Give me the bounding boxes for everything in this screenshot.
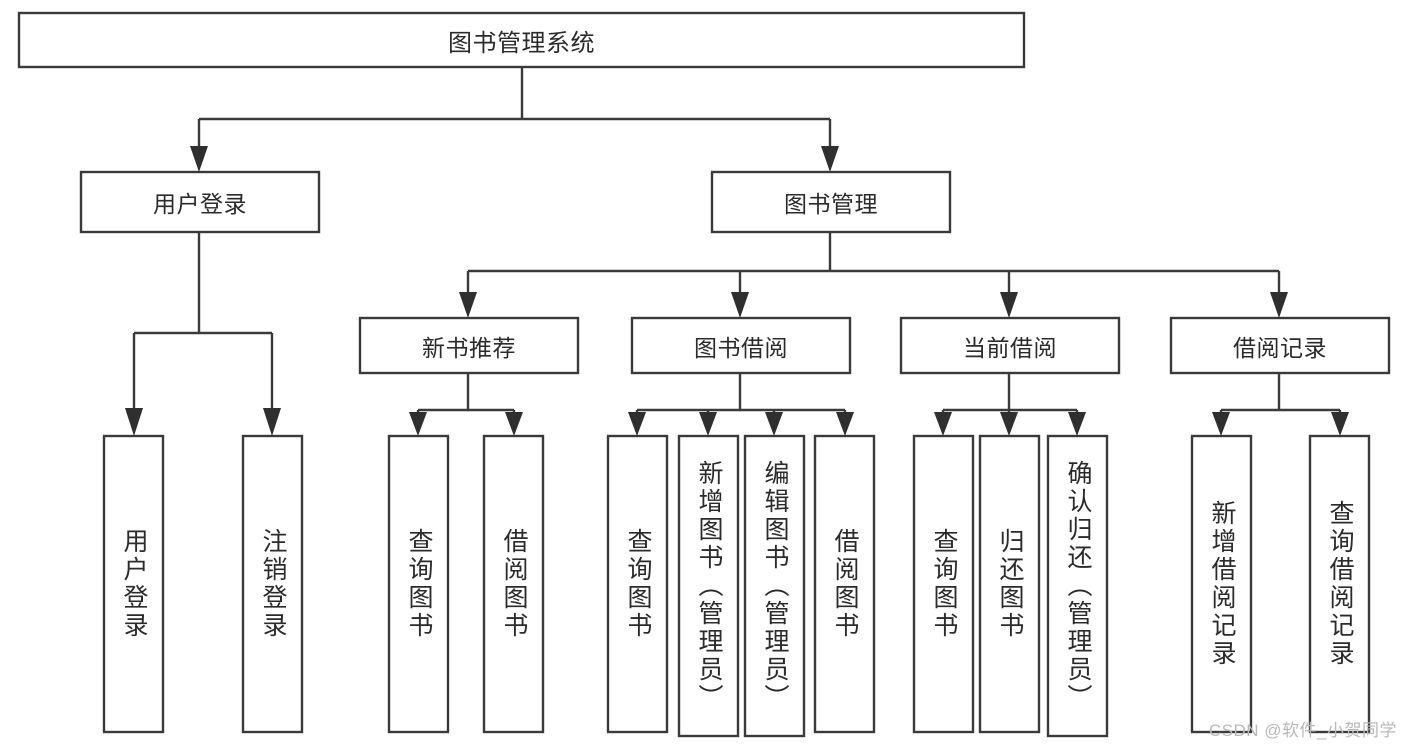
node-box-leaf-add-record[interactable] — [1190, 434, 1253, 734]
arrow-head-leaf-confirm-return — [1068, 412, 1086, 436]
arrow-head-leaf-add-record — [1212, 412, 1230, 436]
arrow-head-leaf-add-book — [699, 412, 717, 436]
connector-book-borrow-to-leaves — [628, 373, 854, 436]
arrow-head-new-book-recommend — [459, 292, 477, 318]
node-box-leaf-confirm-return[interactable] — [1046, 434, 1109, 738]
node-box-root[interactable] — [17, 11, 1026, 69]
connector-current-borrow-to-leaves — [934, 373, 1086, 436]
arrow-head-leaf-user-logout — [263, 408, 281, 436]
node-box-leaf-borrow-book-2[interactable] — [813, 434, 876, 734]
node-box-user-login[interactable] — [79, 170, 321, 234]
arrow-head-book-management — [821, 146, 839, 172]
arrow-head-book-borrow — [731, 292, 749, 318]
node-box-leaf-return-book[interactable] — [978, 434, 1041, 734]
arrow-head-leaf-borrow-book-1 — [505, 412, 523, 436]
arrow-head-leaf-query-record — [1331, 412, 1349, 436]
arrow-head-leaf-query-book-2 — [628, 412, 646, 436]
node-box-borrow-record[interactable] — [1169, 316, 1391, 375]
node-box-current-borrow[interactable] — [899, 316, 1121, 375]
arrow-head-borrow-record — [1270, 292, 1288, 318]
node-box-leaf-user-login[interactable] — [102, 434, 165, 734]
arrow-head-leaf-user-login — [125, 408, 143, 436]
connector-book-management-to-level2 — [459, 232, 1288, 318]
node-box-new-book-recommend[interactable] — [358, 316, 580, 375]
node-box-book-borrow[interactable] — [630, 316, 852, 375]
arrow-head-leaf-borrow-book-2 — [836, 412, 854, 436]
watermark-text: CSDN @软件_小贺同学 — [1208, 721, 1397, 740]
arrow-head-leaf-query-book-3 — [934, 412, 952, 436]
arrow-head-leaf-query-book-1 — [409, 412, 427, 436]
node-box-leaf-user-logout[interactable] — [241, 434, 304, 734]
node-box-leaf-borrow-book-1[interactable] — [482, 434, 545, 734]
connector-user-login-to-leaves — [125, 232, 281, 436]
connector-borrow-record-to-leaves — [1212, 373, 1349, 436]
connector-new-book-recommend-to-leaves — [409, 373, 523, 436]
node-box-leaf-query-record[interactable] — [1308, 434, 1371, 734]
node-box-leaf-query-book-2[interactable] — [606, 434, 669, 734]
arrow-head-leaf-edit-book — [765, 412, 783, 436]
node-box-leaf-query-book-3[interactable] — [912, 434, 975, 734]
arrow-head-current-borrow — [1000, 292, 1018, 318]
arrow-head-user-login — [190, 146, 208, 172]
arrow-head-leaf-return-book — [1000, 412, 1018, 436]
node-box-leaf-edit-book[interactable] — [743, 434, 806, 738]
node-box-leaf-add-book[interactable] — [677, 434, 740, 738]
connector-root-to-level1 — [190, 67, 839, 172]
node-box-book-management[interactable] — [710, 170, 952, 234]
node-box-leaf-query-book-1[interactable] — [387, 434, 450, 734]
